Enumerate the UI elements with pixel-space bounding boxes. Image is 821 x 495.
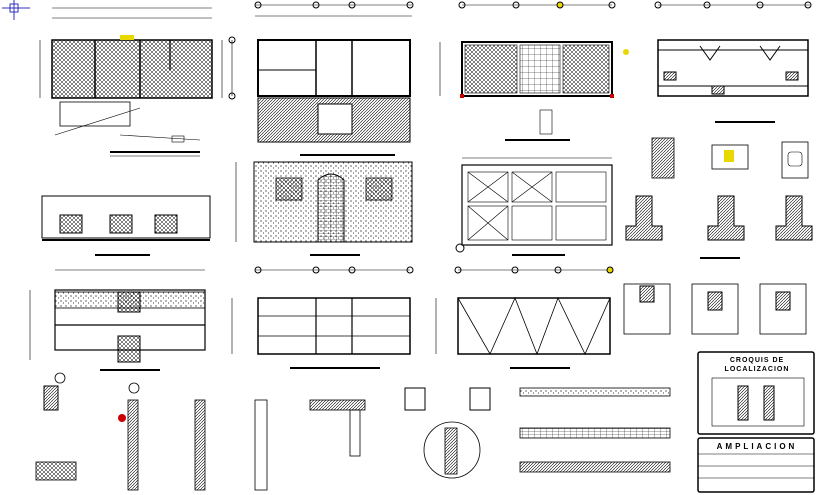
floor-plan-upper	[439, 1, 629, 141]
floor-plan-existing	[39, 7, 223, 157]
ampliacion-title: AMPLIACION	[716, 442, 798, 451]
elevation-rear	[41, 195, 211, 256]
section-longitudinal	[29, 269, 206, 371]
title-block	[697, 351, 815, 493]
elevation-front	[235, 161, 413, 256]
elevation-lateral	[455, 157, 613, 256]
floor-plan-structural	[654, 1, 812, 123]
column-sections	[623, 283, 807, 335]
location-sketch-title: CROQUIS DE LOCALIZACION	[700, 356, 814, 374]
roof-plan	[435, 266, 614, 369]
detail-blocks	[625, 137, 813, 259]
foundation-plan	[231, 266, 414, 369]
croquis-line2: LOCALIZACION	[724, 366, 790, 373]
croquis-line1: CROQUIS DE	[729, 357, 785, 364]
crosshair-icon	[2, 0, 30, 20]
construction-details	[35, 372, 671, 491]
floor-plan-ground	[228, 1, 414, 156]
